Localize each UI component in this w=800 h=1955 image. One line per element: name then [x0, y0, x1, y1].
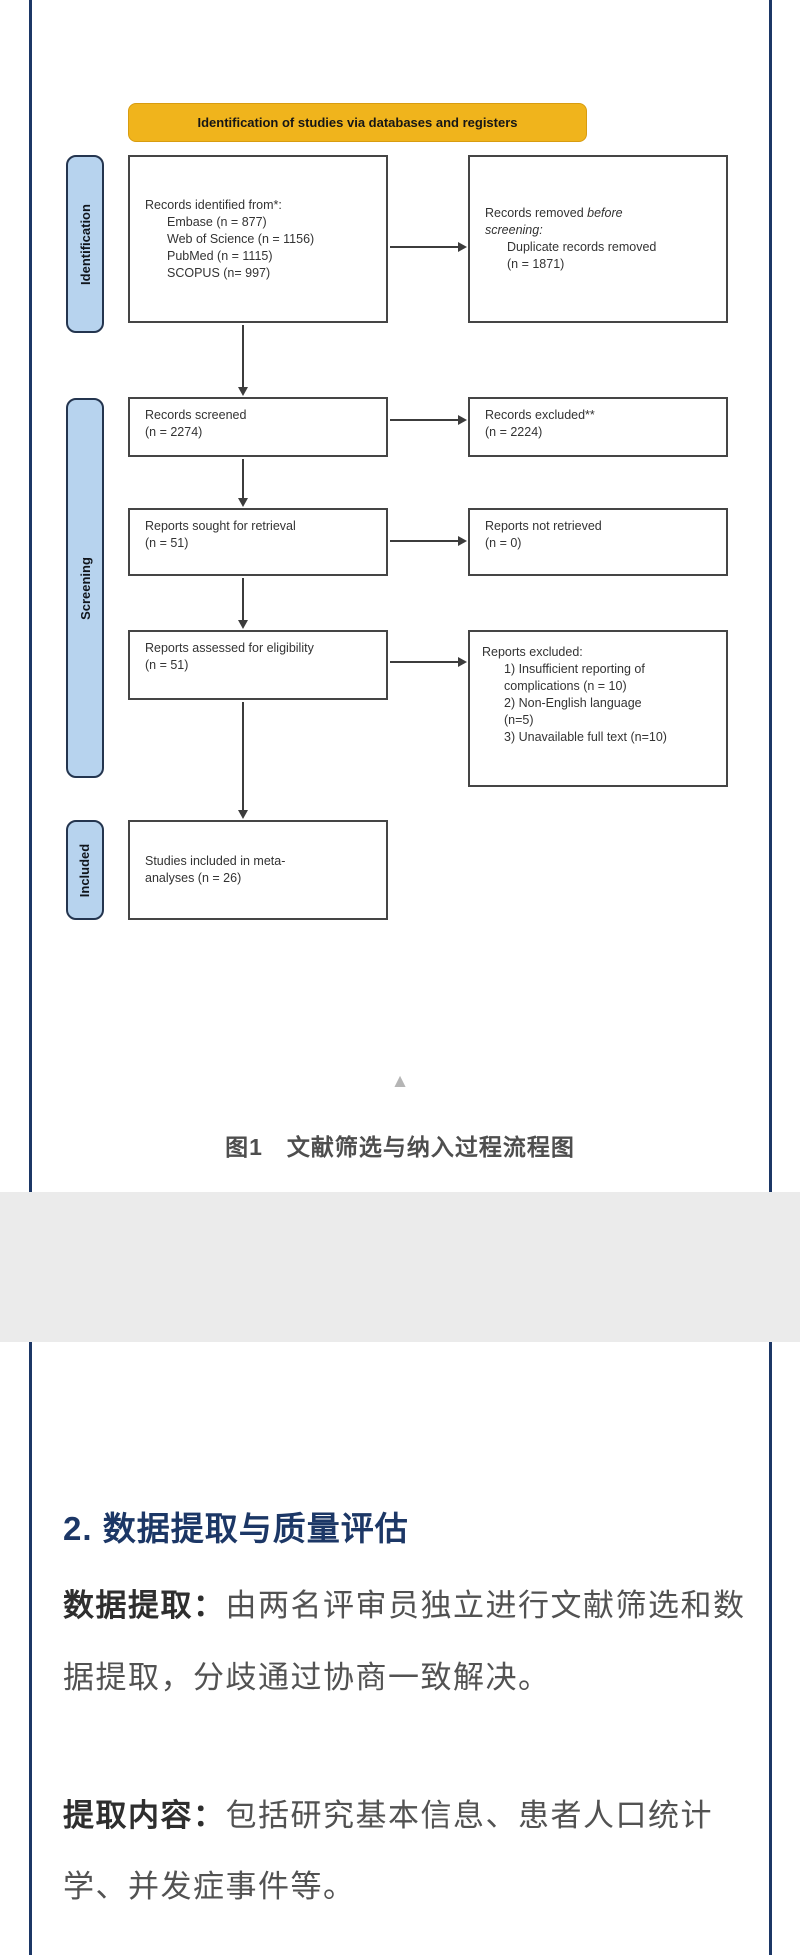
- box-line: Duplicate records removed: [507, 240, 657, 254]
- box-line: SCOPUS (n= 997): [167, 265, 271, 280]
- box-line: complications (n = 10): [504, 679, 627, 693]
- box-line: (n = 2224): [485, 425, 543, 439]
- box-line: Reports not retrieved: [485, 519, 602, 533]
- page-left-border: [29, 0, 32, 1955]
- paragraph-text: 学、并发症事件等。: [63, 1869, 356, 1904]
- prisma-banner: Identification of studies via databases …: [128, 103, 587, 142]
- paragraph-line: 学、并发症事件等。: [63, 1861, 753, 1906]
- box-line: screening:: [485, 222, 718, 239]
- flow-box-records-identified: Records identified from*: Embase (n = 87…: [128, 155, 388, 323]
- box-line: (n = 1871): [507, 257, 565, 271]
- box-line: Records excluded**: [485, 408, 595, 422]
- collapse-arrow-icon[interactable]: ▲: [390, 1071, 410, 1092]
- paragraph-line: 数据提取：由两名评审员独立进行文献筛选和数: [63, 1580, 753, 1625]
- arrow-right-icon: [390, 536, 467, 546]
- section-divider-band: [0, 1192, 800, 1342]
- paragraph-text: 据提取，分歧通过协商一致解决。: [63, 1660, 551, 1695]
- box-line: (n = 51): [145, 658, 189, 672]
- flow-box-records-excluded: Records excluded** (n = 2224): [468, 397, 728, 457]
- arrow-down-icon: [238, 325, 248, 396]
- box-text: Records removed: [485, 206, 588, 220]
- arrow-right-icon: [390, 657, 467, 667]
- box-line: (n=5): [504, 713, 534, 727]
- box-line: Web of Science (n = 1156): [167, 231, 315, 246]
- box-line: analyses (n = 26): [145, 871, 242, 885]
- box-line: (n = 0): [485, 536, 522, 550]
- box-line: Records screened: [145, 408, 247, 422]
- stage-screening-label: Screening: [77, 556, 93, 620]
- paragraph-text: 包括研究基本信息、患者人口统计: [225, 1798, 713, 1833]
- arrow-right-icon: [390, 415, 467, 425]
- stage-included: Included: [66, 820, 104, 920]
- box-line: PubMed (n = 1115): [167, 248, 273, 263]
- flow-box-reports-not-retrieved: Reports not retrieved (n = 0): [468, 508, 728, 576]
- flow-box-reports-excluded: Reports excluded: 1) Insufficient report…: [468, 630, 728, 787]
- box-line: (n = 51): [145, 536, 189, 550]
- box-line: (n = 2274): [145, 425, 203, 439]
- flow-box-reports-sought: Reports sought for retrieval (n = 51): [128, 508, 388, 576]
- box-line: Records identified from*:: [145, 197, 282, 212]
- arrow-right-icon: [390, 242, 467, 252]
- arrow-down-icon: [238, 459, 248, 507]
- flow-box-reports-assessed: Reports assessed for eligibility (n = 51…: [128, 630, 388, 700]
- box-line: 1) Insufficient reporting of: [504, 662, 645, 676]
- flow-box-records-screened: Records screened (n = 2274): [128, 397, 388, 457]
- flow-box-records-removed: Records removed before screening: Duplic…: [468, 155, 728, 323]
- box-line: Reports excluded:: [482, 645, 583, 659]
- stage-identification-label: Identification: [77, 203, 93, 285]
- box-line: Records removed before: [485, 205, 718, 222]
- box-line: Studies included in meta-: [145, 854, 286, 868]
- stage-screening: Screening: [66, 398, 104, 778]
- figure-caption: 图1 文献筛选与纳入过程流程图: [225, 1134, 575, 1160]
- section-heading: 2. 数据提取与质量评估: [63, 1510, 409, 1547]
- prisma-banner-label: Identification of studies via databases …: [197, 115, 518, 130]
- stage-included-label: Included: [77, 843, 93, 897]
- box-line: Reports sought for retrieval: [145, 519, 296, 533]
- paragraph-line: 据提取，分歧通过协商一致解决。: [63, 1652, 753, 1697]
- box-text-italic: before: [587, 206, 623, 220]
- paragraph-line: 提取内容：包括研究基本信息、患者人口统计: [63, 1790, 753, 1835]
- box-line: 2) Non-English language: [504, 696, 642, 710]
- arrow-down-icon: [238, 702, 248, 819]
- box-line: 3) Unavailable full text (n=10): [504, 730, 667, 744]
- box-text-italic: screening:: [485, 223, 543, 237]
- page-right-border: [769, 0, 772, 1955]
- paragraph-label: 提取内容：: [63, 1798, 226, 1833]
- paragraph-label: 数据提取：: [63, 1588, 226, 1623]
- flow-box-studies-included: Studies included in meta- analyses (n = …: [128, 820, 388, 920]
- box-line: Reports assessed for eligibility: [145, 641, 314, 655]
- box-line: Embase (n = 877): [167, 214, 267, 229]
- paragraph-text: 由两名评审员独立进行文献筛选和数: [225, 1588, 746, 1623]
- stage-identification: Identification: [66, 155, 104, 333]
- arrow-down-icon: [238, 578, 248, 629]
